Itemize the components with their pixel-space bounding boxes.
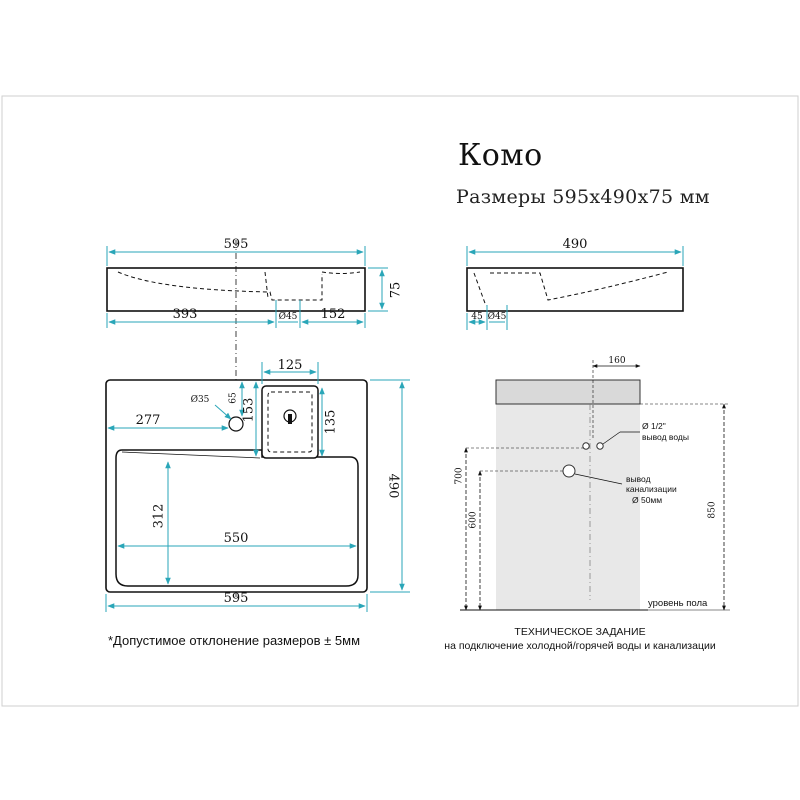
product-dimensions: Размеры 595х490х75 мм [456, 186, 710, 208]
leader-drain [574, 473, 623, 485]
product-title: Комо [458, 138, 543, 173]
dim-bowl-width: 550 [224, 531, 249, 546]
dim-side-depth: 490 [563, 237, 588, 252]
tech-spec-diagram: 160 Ø 1/2" вывод воды вывод канализации … [455, 356, 730, 611]
dim-front-hole: Ø45 [279, 311, 298, 322]
water-label-size: Ø 1/2" [642, 421, 666, 431]
drain-label-3: Ø 50мм [632, 495, 662, 505]
drain-label-1: вывод [626, 474, 651, 484]
dim-deck-depth: 153 [242, 398, 257, 423]
dim-850: 850 [708, 501, 718, 518]
dim-700: 700 [455, 467, 465, 484]
dim-deck-inner: 135 [324, 410, 339, 435]
dim-front-width: 595 [224, 237, 249, 252]
front-view-hidden-drain [264, 271, 361, 299]
tech-spec-subtitle: на подключение холодной/горячей воды и к… [444, 640, 716, 652]
dim-top-depth: 490 [386, 474, 401, 499]
overflow-slot [288, 414, 292, 424]
water-label: вывод воды [642, 432, 689, 442]
side-view-hidden-bowl [473, 271, 669, 307]
sink-silhouette [495, 379, 641, 405]
leader-water [602, 431, 621, 445]
water-outlet-hot [596, 442, 604, 450]
dim-side-hole: Ø45 [488, 311, 507, 322]
dim-right-offset: 152 [321, 307, 346, 322]
dim-bowl-depth: 312 [152, 504, 167, 529]
front-view-outline [106, 267, 366, 312]
wall-area [496, 380, 640, 610]
drain-outlet [562, 464, 576, 478]
dim-left-offset: 393 [173, 307, 198, 322]
tolerance-note: *Допустимое отклонение размеров ± 5мм [108, 633, 361, 648]
sheet-border [1, 95, 799, 707]
dim-600: 600 [469, 511, 479, 528]
faucet-deck-inner [267, 391, 313, 453]
floor-label: уровень пола [648, 598, 708, 609]
bowl-edge [121, 451, 261, 459]
leader-faucet-hole [214, 404, 232, 420]
dim-top-width: 595 [224, 591, 249, 606]
front-view: 595 75 393 Ø45 152 [106, 237, 404, 600]
dim-top-offset: 160 [608, 356, 625, 366]
water-outlet-cold [582, 442, 590, 450]
faucet-hole [228, 416, 244, 432]
top-view: 125 Ø35 65 153 135 277 490 312 550 595 [105, 358, 410, 612]
front-view-hidden-bowl [117, 271, 323, 301]
dim-hole-y: 65 [229, 392, 239, 404]
side-view-outline [466, 267, 684, 312]
tech-spec-title: ТЕХНИЧЕСКОЕ ЗАДАНИЕ [514, 626, 646, 638]
bowl-outline [115, 449, 359, 587]
dim-front-height: 75 [389, 282, 404, 299]
dim-faucet-hole: Ø35 [191, 394, 210, 405]
dim-side-offset: 45 [471, 312, 483, 322]
dim-hole-x: 277 [136, 413, 161, 428]
drain-label-2: канализации [626, 484, 677, 494]
side-view: 490 45 Ø45 [466, 237, 684, 330]
dim-deck-width: 125 [278, 358, 303, 373]
